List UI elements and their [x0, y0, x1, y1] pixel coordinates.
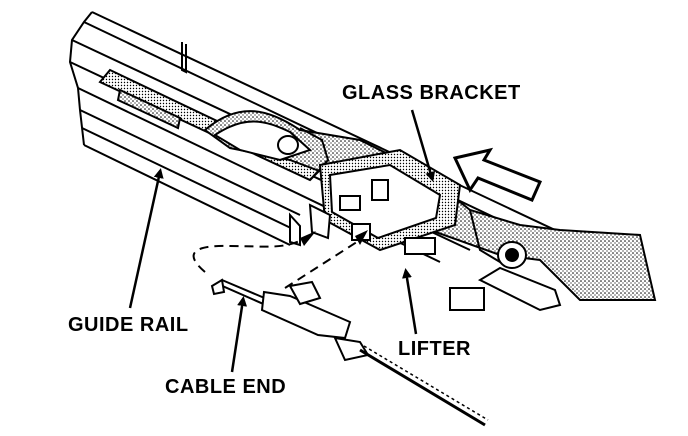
- direction-arrow: [452, 147, 543, 202]
- leader-lifter: [402, 268, 418, 335]
- label-cable-end: CABLE END: [165, 376, 287, 398]
- engagement-path: [192, 237, 361, 289]
- leader-guide-rail: [128, 168, 164, 309]
- leader-glass-bracket: [410, 109, 436, 182]
- engagement-arrowhead: [300, 231, 316, 246]
- leader-lines: [128, 109, 436, 373]
- lifter-part: [308, 148, 562, 312]
- label-lifter: LIFTER: [398, 338, 471, 360]
- cable-end-part: [210, 278, 489, 427]
- label-glass-bracket: GLASS BRACKET: [342, 82, 521, 104]
- leader-cable-end: [230, 296, 248, 373]
- label-guide-rail: GUIDE RAIL: [68, 314, 189, 336]
- engagement-arrowhead: [355, 230, 368, 245]
